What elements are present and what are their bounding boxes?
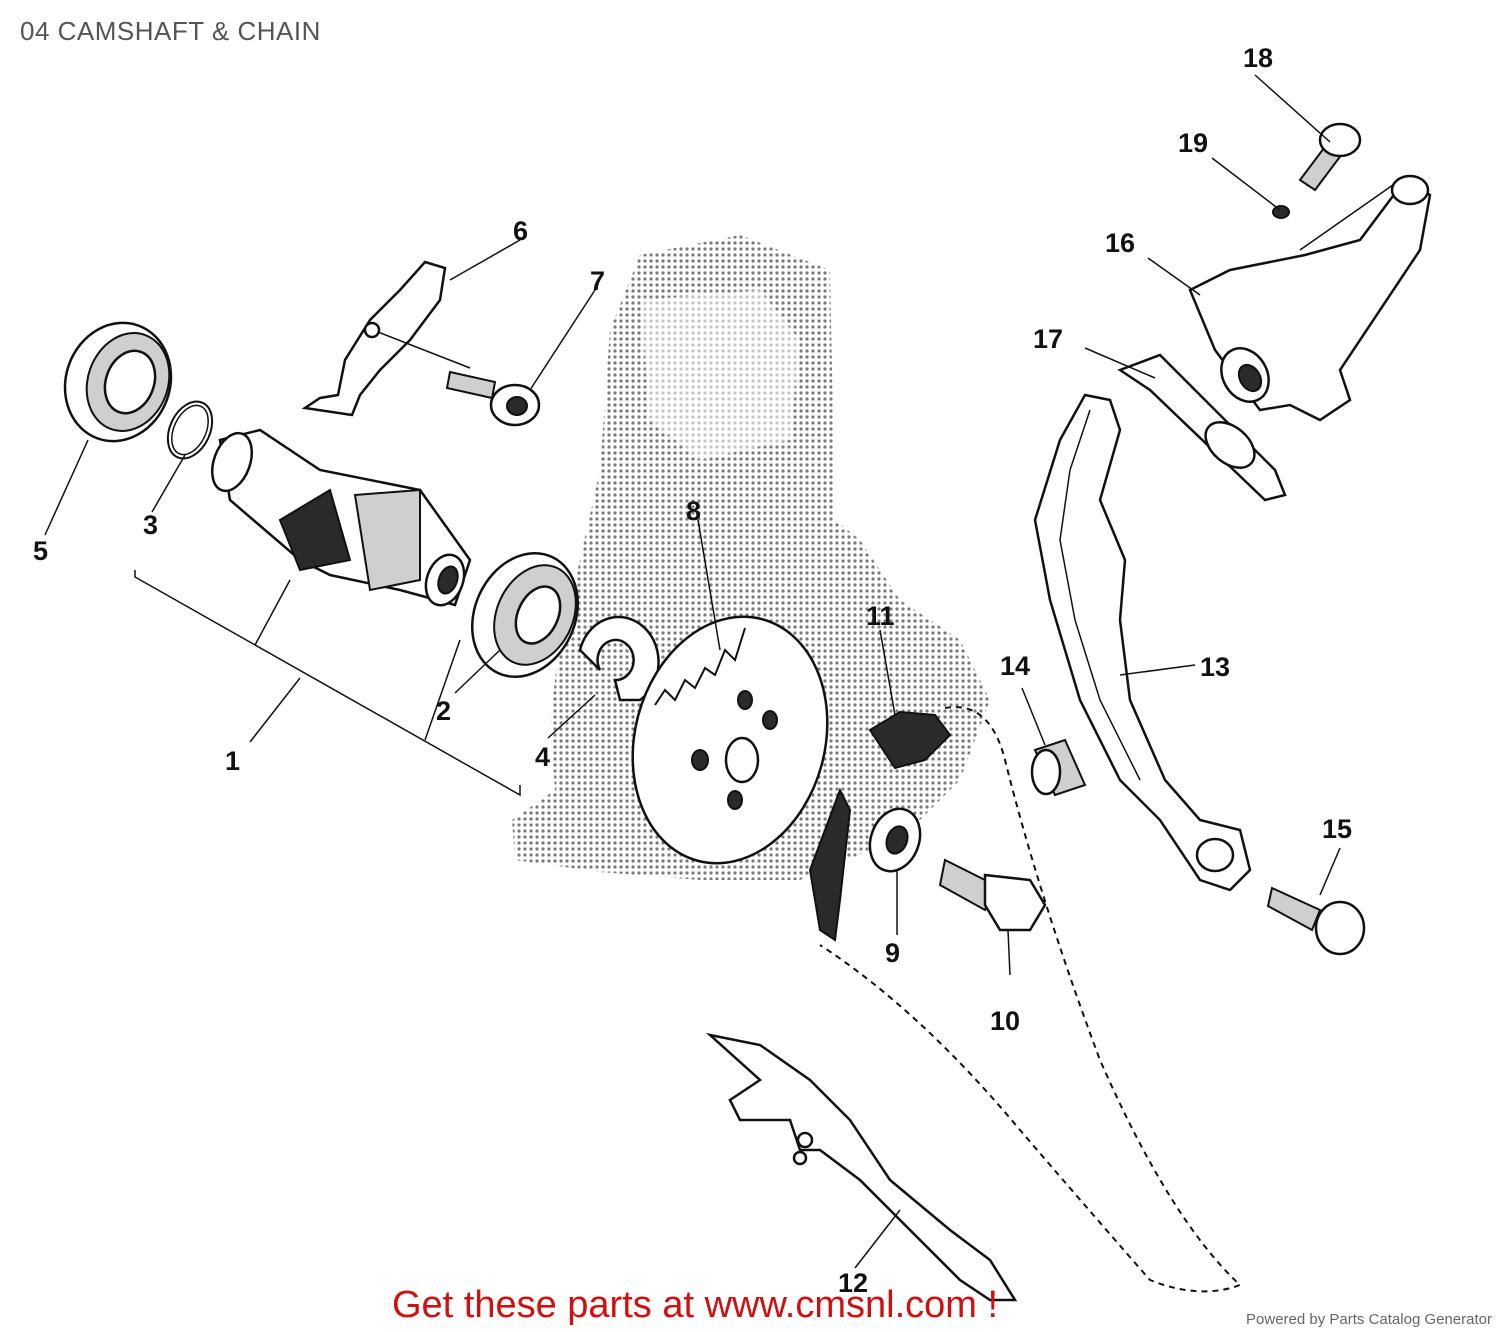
callout-1: 1: [225, 746, 240, 776]
callout-17: 17: [1033, 324, 1063, 354]
promo-link-text[interactable]: Get these parts at www.cmsnl.com !: [391, 1284, 999, 1326]
callout-15: 15: [1322, 814, 1352, 844]
callout-16: 16: [1105, 228, 1135, 258]
part-12-chain-guide[interactable]: [705, 1032, 1018, 1302]
callout-5: 5: [33, 536, 48, 566]
callout-2: 2: [436, 696, 451, 726]
callout-14: 14: [1000, 651, 1030, 681]
cylinder-head-background: [512, 235, 990, 880]
part-2-bearing[interactable]: [453, 536, 598, 694]
part-5-bearing[interactable]: [49, 308, 188, 456]
part-4-retainer-clip[interactable]: [578, 615, 660, 702]
callout-13: 13: [1200, 652, 1230, 682]
callout-9: 9: [885, 938, 900, 968]
callout-12: 12: [838, 1268, 868, 1298]
callout-18: 18: [1243, 43, 1273, 73]
powered-by-footer: Powered by Parts Catalog Generator: [1246, 1311, 1492, 1328]
callout-8: 8: [686, 496, 701, 526]
promo-banner[interactable]: Get these parts at www.cmsnl.com !: [0, 1284, 1500, 1327]
part-10-bolt[interactable]: [938, 858, 1047, 932]
part-14-collar[interactable]: [1030, 738, 1087, 797]
part-7-bolt[interactable]: [377, 331, 541, 427]
part-1-camshaft[interactable]: [205, 428, 472, 611]
callout-7: 7: [590, 266, 605, 296]
callout-4: 4: [535, 742, 550, 772]
part-6-bracket[interactable]: [301, 260, 447, 417]
part-15-bolt[interactable]: [1266, 886, 1366, 956]
callout-19: 19: [1178, 128, 1208, 158]
callout-10: 10: [990, 1006, 1020, 1036]
page-title: 04 CAMSHAFT & CHAIN: [20, 16, 321, 46]
callout-labels: 1 2 3 4 5 6 7 8 9 10 11 12 13 14 15 16 1…: [33, 43, 1352, 1298]
part-9-washer[interactable]: [862, 802, 929, 879]
part-19-washer[interactable]: [1272, 205, 1290, 219]
callout-11: 11: [866, 601, 895, 631]
part-11-cam-chain[interactable]: [808, 710, 952, 942]
part-16-chain-tensioner[interactable]: [1188, 174, 1432, 422]
callout-6: 6: [513, 216, 528, 246]
part-3-o-ring[interactable]: [159, 394, 221, 465]
chain-loop-outline: [819, 706, 1242, 1293]
part-8-cam-sprocket[interactable]: [606, 595, 854, 886]
callout-3: 3: [143, 510, 158, 540]
part-13-tensioner-guide[interactable]: [1033, 393, 1252, 892]
leader-lines: [44, 74, 1341, 1269]
part-18-bolt[interactable]: [1298, 122, 1362, 192]
part-17-gasket[interactable]: [1117, 353, 1287, 502]
